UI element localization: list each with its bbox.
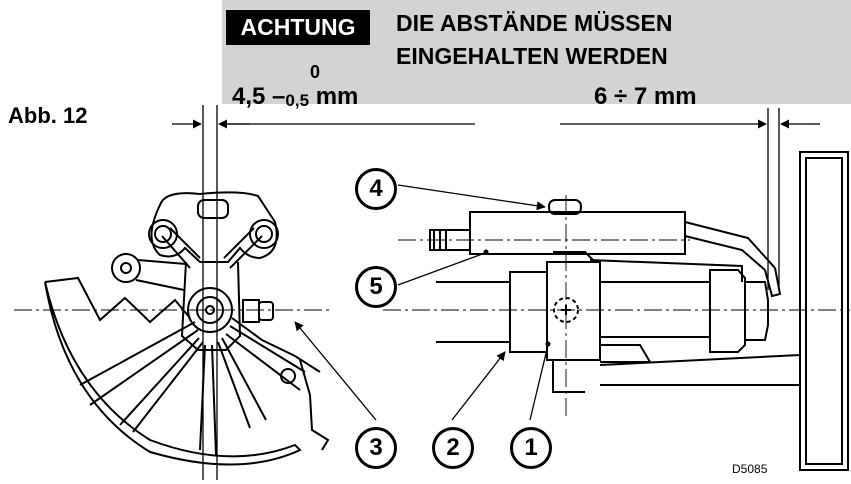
callout-leaders [294, 184, 549, 421]
callout-2: 2 [432, 427, 474, 469]
dimension-lines [172, 105, 820, 480]
left-view-drawing [44, 191, 330, 466]
leader-dots [483, 249, 551, 347]
right-view-drawing [429, 151, 849, 471]
warning-message-line-1: DIE ABSTÄNDE MÜSSEN [396, 10, 673, 36]
warning-message-line-2: EINGEHALTEN WERDEN [396, 43, 668, 69]
callout-5: 5 [355, 266, 397, 308]
dimension-right: 6 ÷ 7 mm [594, 83, 697, 110]
figure-label: Abb. 12 [8, 103, 88, 128]
dimension-left-unit: mm [315, 83, 359, 110]
callout-3: 3 [355, 427, 397, 469]
dimension-left-base: 4,5 – [232, 83, 286, 110]
drawing-code: D5085 [732, 462, 768, 476]
dimension-left: 4,5 –0,5 mm [232, 83, 358, 111]
callout-1: 1 [510, 427, 552, 469]
callout-4: 4 [355, 168, 397, 210]
dimension-upper-tolerance: 0 [310, 62, 321, 82]
centerlines [14, 195, 850, 420]
warning-label: ACHTUNG [226, 10, 370, 45]
dimension-lower-tolerance: 0,5 [285, 91, 310, 110]
